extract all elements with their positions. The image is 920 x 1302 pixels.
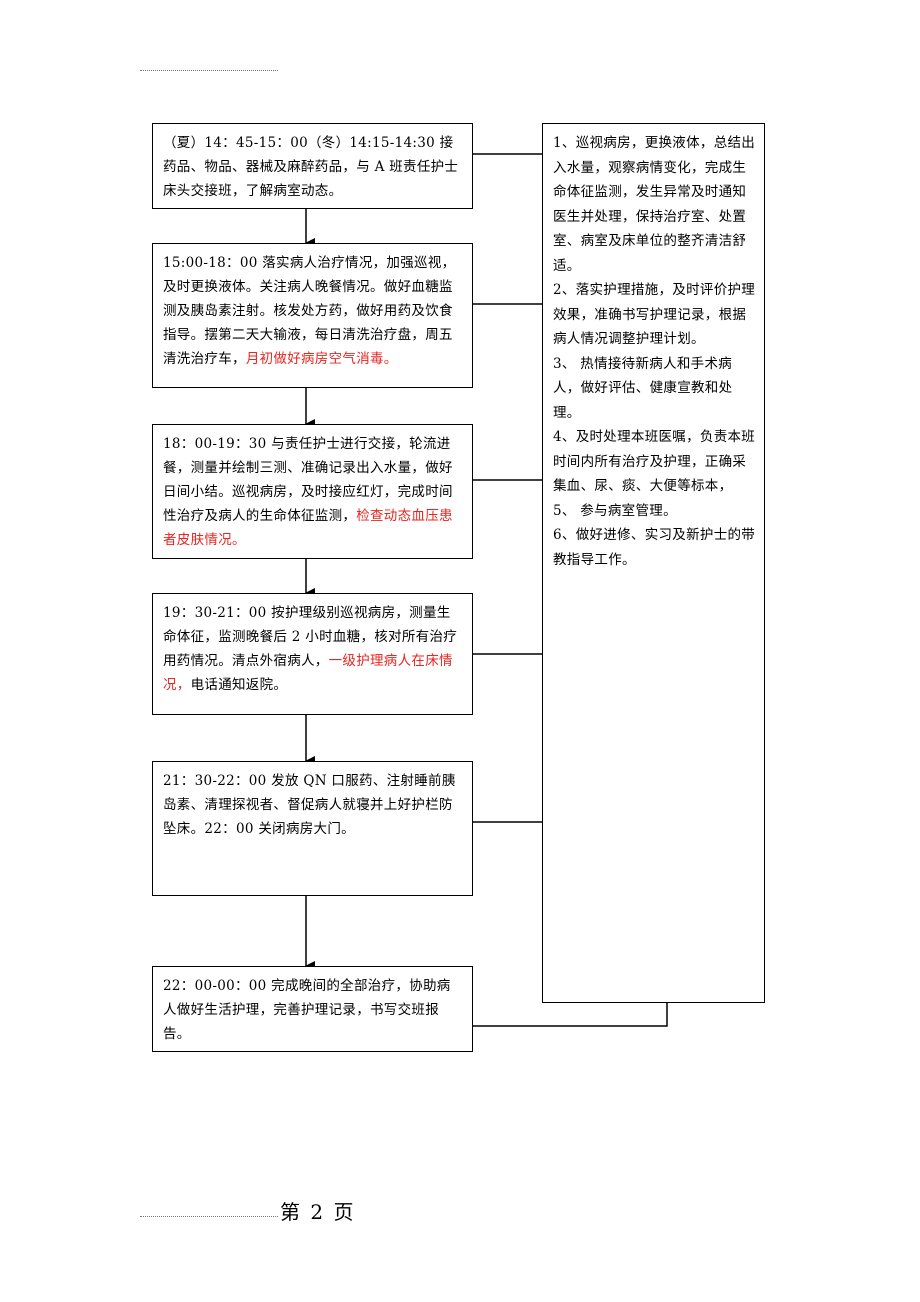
flow-step-2: 15:00-18：00 落实病人治疗情况，加强巡视，及时更换液体。关注病人晚餐情… [152,243,473,388]
header-rule [140,70,278,71]
step-2-text: 15:00-18：00 落实病人治疗情况，加强巡视，及时更换液体。关注病人晚餐情… [163,255,456,367]
footer-rule [140,1216,278,1217]
step-1-text: （夏）14：45-15：00（冬）14:15-14:30 接药品、物品、器械及麻… [163,135,459,199]
duties-panel: 1、巡视病房，更换液体，总结出入水量，观察病情变化，完成生命体征监测，发生异常及… [542,123,765,1003]
step-6-text: 22：00-00：00 完成晚间的全部治疗，协助病人做好生活护理，完善护理记录，… [163,978,451,1042]
connector-step6 [472,1003,668,1027]
step-4-text: 19：30-21：00 按护理级别巡视病房，测量生命体征，监测晚餐后 2 小时血… [163,605,458,669]
step-5-text: 21：30-22：00 发放 QN 口服药、注射睡前胰岛素、清理探视者、督促病人… [163,773,456,837]
duty-item: 3、 热情接待新病人和手术病人，做好评估、健康宣教和处理。 [553,355,733,421]
duty-item: 4、及时处理本班医嘱，负责本班时间内所有治疗及护理，正确采集血、尿、痰、大便等标… [553,429,756,494]
step-4-highlight: 一级护理病人在床情况， [163,653,453,693]
flow-step-6: 22：00-00：00 完成晚间的全部治疗，协助病人做好生活护理，完善护理记录，… [152,966,473,1052]
step-3-highlight: 检查动态血压患者皮肤情况。 [163,508,453,548]
flow-step-1: （夏）14：45-15：00（冬）14:15-14:30 接药品、物品、器械及麻… [152,123,473,209]
step-3-text: 18：00-19：30 与责任护士进行交接，轮流进餐，测量并绘制三测、准确记录出… [163,436,453,524]
duty-item: 2、落实护理措施，及时评价护理效果，准确书写护理记录，根据病人情况调整护理计划。 [553,282,756,347]
duty-item: 5、 参与病室管理。 [553,502,677,519]
step-4-text-end: 电话通知返院。 [190,677,288,693]
duty-item: 1、巡视病房，更换液体，总结出入水量，观察病情变化，完成生命体征监测，发生异常及… [553,135,756,274]
flow-step-4: 19：30-21：00 按护理级别巡视病房，测量生命体征，监测晚餐后 2 小时血… [152,593,473,715]
step-2-highlight: 月初做好病房空气消毒。 [245,351,398,367]
duty-item: 6、做好进修、实习及新护士的带教指导工作。 [553,527,756,568]
flow-step-3: 18：00-19：30 与责任护士进行交接，轮流进餐，测量并绘制三测、准确记录出… [152,424,473,559]
flow-step-5: 21：30-22：00 发放 QN 口服药、注射睡前胰岛素、清理探视者、督促病人… [152,761,473,896]
page-number: 第 2 页 [280,1200,356,1224]
